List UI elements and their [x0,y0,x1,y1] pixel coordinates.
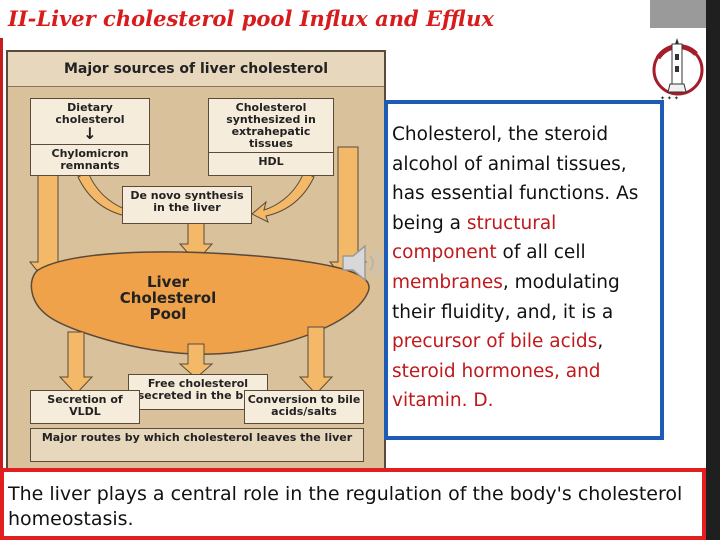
speaker-icon[interactable] [337,240,387,286]
exit-routes-label: Major routes by which cholesterol leaves… [41,431,353,444]
denovo-box: De novo synthesis in the liver [122,186,252,224]
diagram-arrows [28,146,370,395]
chylomicron-box: Chylomicron remnants [30,144,150,176]
exit-routes-box: Major routes by which cholesterol leaves… [30,428,364,462]
hdl-label: HDL [258,155,284,168]
para-part-3: , modulating their fluidity, and, it is … [392,271,620,323]
bile-acids-label: Conversion to bile acids/salts [247,393,361,418]
diagram-heading: Major sources of liver cholesterol [8,52,384,87]
para-part-4: , [597,331,604,353]
vldl-label: Secretion of VLDL [47,393,123,418]
right-edge-strip [706,0,720,540]
free-cholesterol-label: Free cholesterol secreted in the bile [137,377,259,402]
right-top-strip [650,0,706,28]
left-accent-bar [0,38,3,468]
dietary-cholesterol-box: Dietary cholesterol ↓ [30,98,150,146]
steroid-text: steroid hormones, and vitamin. D. [392,360,601,412]
university-logo-icon: ✦ ✦ ✦ [646,34,706,106]
para-part-2: of all cell [496,242,586,264]
dietary-bottom-label: Chylomicron remnants [51,147,129,172]
denovo-label: De novo synthesis in the liver [130,189,244,214]
dietary-top-label: Dietary cholesterol [55,101,125,126]
summary-box: The liver plays a central role in the re… [0,468,706,540]
summary-text: The liver plays a central role in the re… [8,483,683,530]
extrahepatic-box: Cholesterol synthesized in extrahepatic … [208,98,334,154]
structural-component-text: structural component [392,212,557,264]
liver-cholesterol-diagram: Major sources of liver cholesterol Dieta… [6,50,386,470]
membranes-text: membranes [392,271,503,293]
description-panel: Cholesterol, the steroid alcohol of anim… [384,100,664,440]
precursor-text: precursor of bile acids [392,331,598,353]
slide-title: II-Liver cholesterol pool Influx and Eff… [0,0,650,38]
para-part-1: Cholesterol, the steroid alcohol of anim… [392,124,639,234]
description-paragraph: Cholesterol, the steroid alcohol of anim… [392,120,660,416]
vldl-box: Secretion of VLDL [30,390,140,424]
bile-acids-box: Conversion to bile acids/salts [244,390,364,424]
liver-pool-label: Liver Cholesterol Pool [119,273,217,323]
svg-text:✦ ✦ ✦: ✦ ✦ ✦ [660,95,679,102]
extrahepatic-top-label: Cholesterol synthesized in extrahepatic … [226,101,316,150]
down-arrow-icon: ↓ [83,124,97,143]
hdl-box: HDL [208,152,334,176]
